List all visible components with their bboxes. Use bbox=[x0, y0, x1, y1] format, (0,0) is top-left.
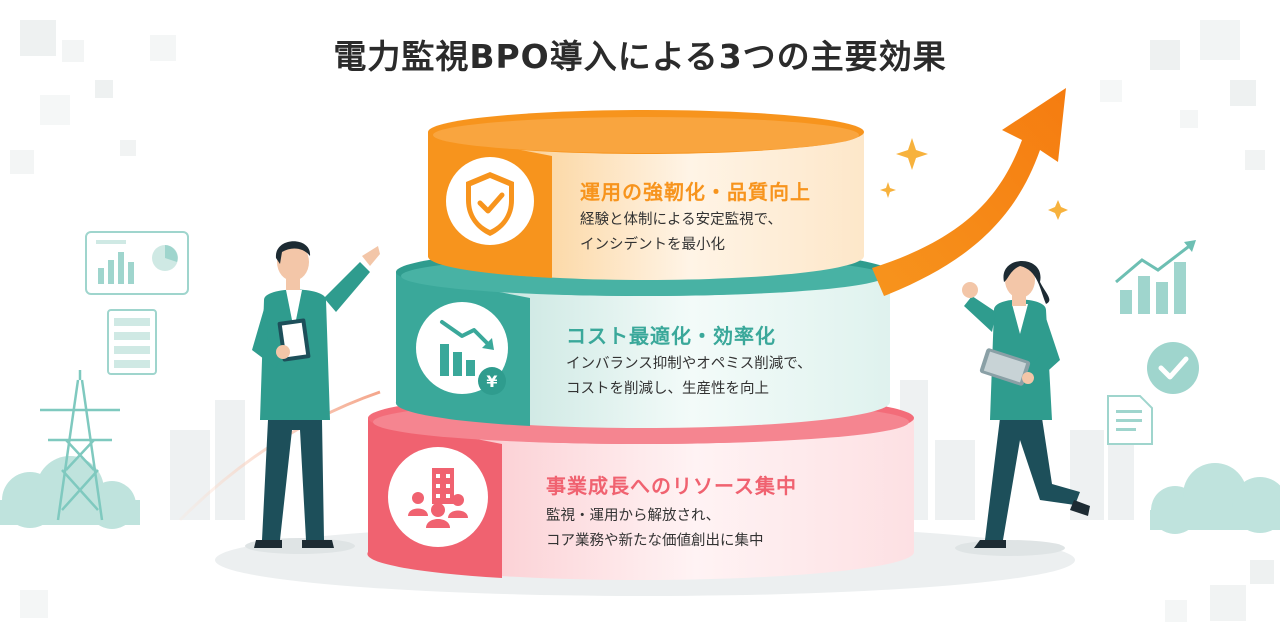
tier-1-description: 経験と体制による安定監視で、 インシデントを最小化 bbox=[580, 208, 782, 258]
growth-arrow bbox=[872, 88, 1066, 296]
right-trees bbox=[1150, 463, 1280, 534]
tier-3-title: 事業成長へのリソース集中 bbox=[546, 474, 797, 498]
tier-1-line-2: インシデントを最小化 bbox=[580, 237, 725, 253]
sparkle-icon bbox=[880, 138, 1068, 220]
tier-3-line-2: コア業務や新たな価値創出に集中 bbox=[546, 533, 764, 549]
dashboard-monitor-icon bbox=[85, 231, 189, 295]
left-trees bbox=[0, 456, 140, 529]
cost-down-chart-icon: ¥ bbox=[416, 302, 508, 395]
check-circle-icon bbox=[1147, 342, 1199, 394]
businessman-figure bbox=[245, 241, 380, 554]
businesswoman-figure bbox=[955, 261, 1090, 556]
tier-2-description: インバランス抑制やオペミス削減で、 コストを削減し、生産性を向上 bbox=[566, 352, 812, 402]
tier-1-title: 運用の強靭化・品質向上 bbox=[580, 180, 811, 204]
yen-symbol: ¥ bbox=[486, 372, 497, 391]
power-tower-icon bbox=[40, 370, 120, 521]
tier-3-line-1: 監視・運用から解放され、 bbox=[546, 508, 721, 524]
page-title: 電力監視BPO導入による3つの主要効果 bbox=[333, 37, 947, 76]
tier-2-line-1: インバランス抑制やオペミス削減で、 bbox=[566, 356, 812, 372]
background-pattern bbox=[10, 20, 1274, 622]
tier-1-cylinder bbox=[427, 110, 864, 280]
document-icon bbox=[1107, 395, 1153, 445]
tier-2-line-2: コストを削減し、生産性を向上 bbox=[566, 381, 769, 397]
tier-1-line-1: 経験と体制による安定監視で、 bbox=[580, 212, 782, 228]
growth-chart-icon bbox=[1115, 240, 1196, 314]
shield-check-icon bbox=[446, 157, 534, 245]
tier-2-title: コスト最適化・効率化 bbox=[566, 324, 776, 348]
team-building-icon bbox=[388, 447, 488, 547]
tier-3-description: 監視・運用から解放され、 コア業務や新たな価値創出に集中 bbox=[546, 504, 764, 554]
server-rack-icon bbox=[107, 309, 157, 375]
